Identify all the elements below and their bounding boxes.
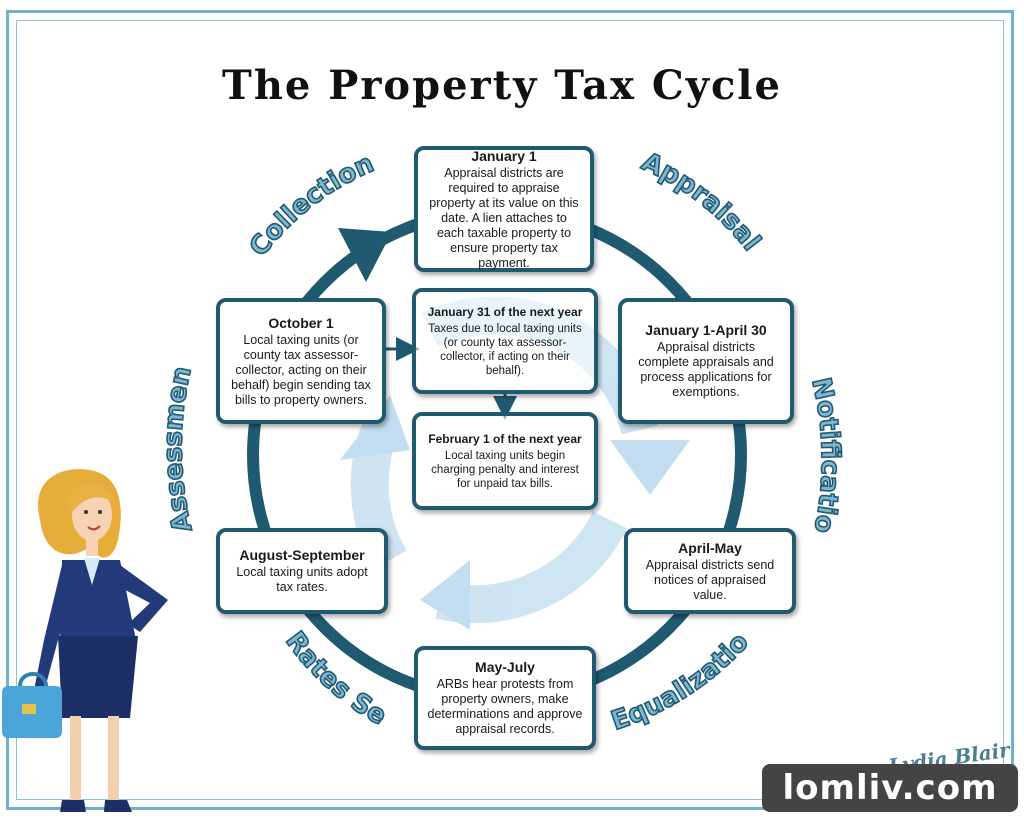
box-may-july-heading: May-July <box>475 659 535 675</box>
box-january-1: January 1 Appraisal districts are requir… <box>414 146 594 272</box>
businesswoman-illustration <box>2 469 168 812</box>
box-october-1-text: Local taxing units (or county tax assess… <box>231 332 371 407</box>
box-january-31: January 31 of the next year Taxes due to… <box>412 288 598 394</box>
box-january-april-text: Appraisal districts complete appraisals … <box>638 340 774 399</box>
box-january-31-text: Taxes due to local taxing units (or coun… <box>428 323 582 377</box>
inner-frame <box>16 20 1004 800</box>
box-april-may-text: Appraisal districts send notices of appr… <box>645 557 775 602</box>
box-may-july: May-July ARBs hear protests from propert… <box>414 646 596 750</box>
arrow-to-jan1 <box>386 219 416 237</box>
box-january-1-text: Appraisal districts are required to appr… <box>429 165 579 270</box>
cycle-arrowhead <box>338 228 392 282</box>
box-january-1-heading: January 1 <box>471 147 537 164</box>
page-title: The Property Tax Cycle <box>222 62 782 109</box>
phase-assessment: Assessment <box>0 0 199 535</box>
box-august-september-text: Local taxing units adopt tax rates. <box>236 565 368 594</box>
box-february-1-heading: February 1 of the next year <box>428 432 582 446</box>
outer-frame <box>6 10 1014 810</box>
box-february-1: February 1 of the next year Local taxing… <box>412 412 598 510</box>
phase-appraisal: Appraisal <box>637 147 766 257</box>
box-may-july-text: ARBs hear protests from property owners,… <box>427 677 583 736</box>
box-january-april: January 1-April 30 Appraisal districts c… <box>618 298 794 424</box>
box-april-may-heading: April-May <box>678 539 742 556</box>
box-october-1: October 1 Local taxing units (or county … <box>216 298 386 424</box>
box-april-may: April-May Appraisal districts send notic… <box>624 528 796 614</box>
box-february-1-text: Local taxing units begin charging penalt… <box>431 450 579 490</box>
box-october-1-heading: October 1 <box>268 314 334 331</box>
box-january-april-heading: January 1-April 30 <box>645 322 767 338</box>
box-august-september-heading: August-September <box>239 547 365 563</box>
watermark: lomliv.com <box>762 764 1018 812</box>
box-january-31-heading: January 31 of the next year <box>427 305 583 319</box>
box-august-september: August-September Local taxing units adop… <box>216 528 388 614</box>
